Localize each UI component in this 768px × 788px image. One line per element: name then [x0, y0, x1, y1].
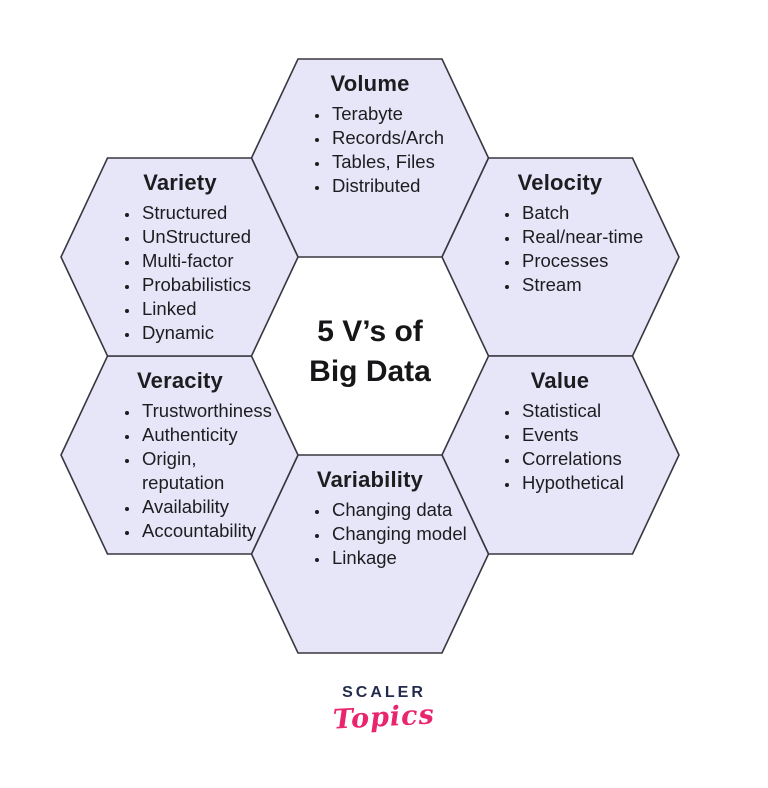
list-item: Statistical [520, 399, 660, 423]
list-item: Trustworthiness [140, 399, 280, 423]
section-variability: Variability Changing data Changing model… [270, 466, 470, 570]
list-item: Records/Arch [330, 126, 470, 150]
list-item: Changing model [330, 522, 470, 546]
list-item: Accountability [140, 519, 280, 543]
section-list: Structured UnStructured Multi-factor Pro… [80, 201, 280, 345]
list-item: Correlations [520, 447, 660, 471]
list-item: Batch [520, 201, 660, 225]
diagram-title: 5 V’s of Big Data [270, 312, 470, 392]
section-title: Veracity [136, 368, 223, 393]
section-title: Variability [316, 467, 424, 492]
list-item: Origin, reputation [140, 447, 280, 495]
section-velocity: Velocity Batch Real/near-time Processes … [460, 169, 660, 297]
list-item: Events [520, 423, 660, 447]
list-item: Tables, Files [330, 150, 470, 174]
list-item: Linkage [330, 546, 470, 570]
section-volume: Volume Terabyte Records/Arch Tables, Fil… [270, 70, 470, 198]
list-item: Processes [520, 249, 660, 273]
section-veracity: Veracity Trustworthiness Authenticity Or… [80, 367, 280, 543]
brand-name-scaler: SCALER [342, 684, 426, 701]
list-item: Real/near-time [520, 225, 660, 249]
list-item: Changing data [330, 498, 470, 522]
section-variety: Variety Structured UnStructured Multi-fa… [80, 169, 280, 345]
brand-name-topics: Topics [332, 699, 436, 736]
list-item: UnStructured [140, 225, 280, 249]
list-item: Authenticity [140, 423, 280, 447]
hexagon-variety [60, 157, 299, 357]
diagram-title-line1: 5 V’s of [317, 315, 423, 348]
list-item: Terabyte [330, 102, 470, 126]
section-title: Volume [330, 71, 410, 96]
diagram-title-line2: Big Data [309, 355, 431, 388]
section-title: Variety [143, 170, 217, 195]
scaler-topics-logo: SCALER Topics [0, 684, 768, 736]
list-item: Availability [140, 495, 280, 519]
section-list: Trustworthiness Authenticity Origin, rep… [80, 399, 280, 543]
list-item: Linked [140, 297, 280, 321]
section-title: Value [530, 368, 590, 393]
section-title: Velocity [517, 170, 603, 195]
section-list: Changing data Changing model Linkage [270, 498, 470, 570]
list-item: Probabilistics [140, 273, 280, 297]
list-item: Structured [140, 201, 280, 225]
list-item: Hypothetical [520, 471, 660, 495]
section-list: Statistical Events Correlations Hypothet… [460, 399, 660, 495]
list-item: Multi-factor [140, 249, 280, 273]
list-item: Stream [520, 273, 660, 297]
list-item: Distributed [330, 174, 470, 198]
section-value: Value Statistical Events Correlations Hy… [460, 367, 660, 495]
list-item: Dynamic [140, 321, 280, 345]
section-list: Terabyte Records/Arch Tables, Files Dist… [270, 102, 470, 198]
section-list: Batch Real/near-time Processes Stream [460, 201, 660, 297]
